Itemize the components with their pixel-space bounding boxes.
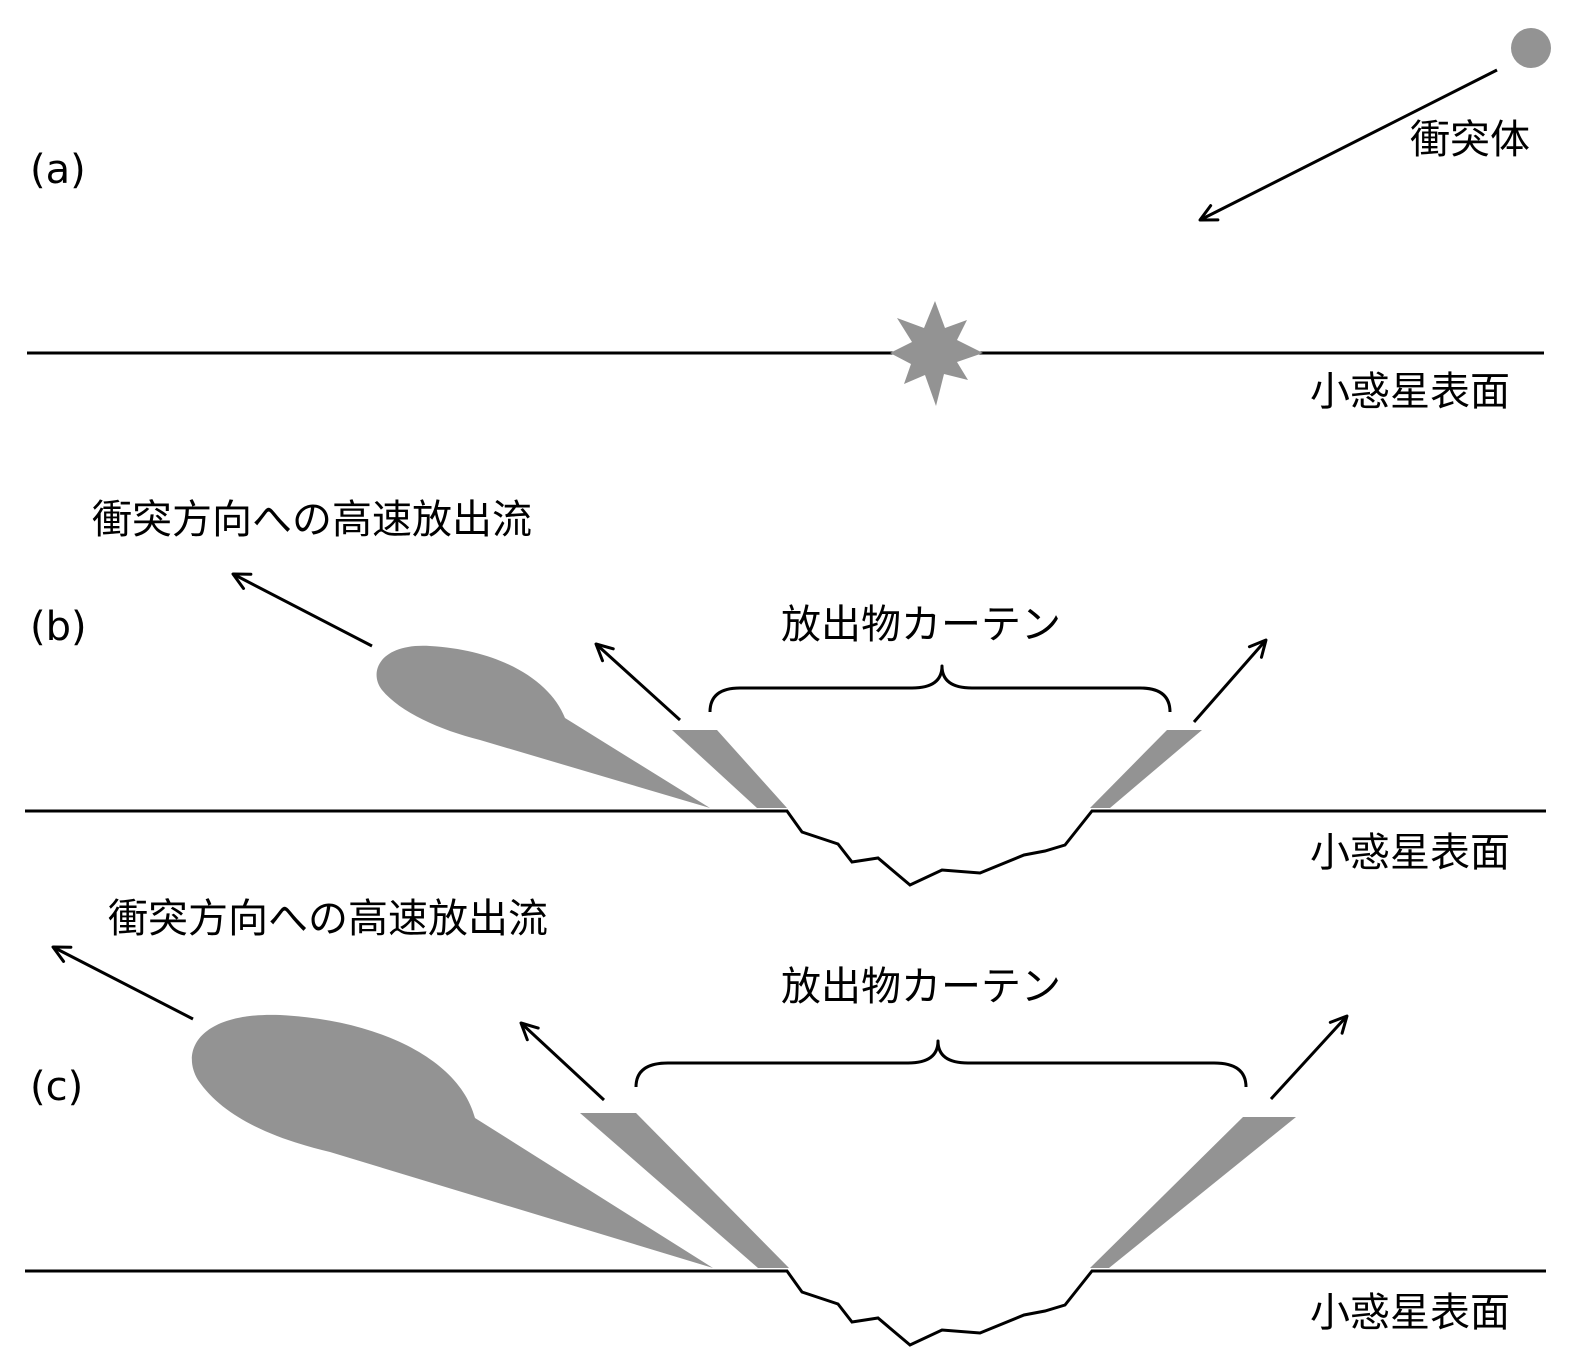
panel-c: (c) 衝突方向への高速放出流 放出物カーテン 小惑星表面 [25,896,1546,1347]
ejecta-curtain-right-c [1090,1117,1296,1268]
surface-label-c: 小惑星表面 [1310,1290,1510,1336]
impact-flash-star [890,301,983,406]
jet-direction-arrow-b [231,572,373,648]
curtain-brace-c [634,1039,1248,1088]
impactor-ball [1511,28,1551,68]
panel-b: (b) 衝突方向への高速放出流 放出物カーテン 小惑星表面 [25,497,1546,887]
impactor-label: 衝突体 [1410,117,1530,163]
jet-label-c: 衝突方向への高速放出流 [108,896,548,942]
panel-c-letter: (c) [30,1064,83,1110]
jet-label-b: 衝突方向への高速放出流 [92,497,532,543]
curtain-arrow-right-c [1269,1014,1349,1101]
high-speed-ejecta-jet-b [376,645,710,808]
curtain-arrow-left-c [519,1021,606,1102]
ejecta-curtain-left-b [672,730,787,808]
surface-label-b: 小惑星表面 [1310,830,1510,876]
panel-b-letter: (b) [30,604,87,650]
ejecta-curtain-left-c [580,1113,789,1268]
jet-direction-arrow-c [51,945,194,1021]
impactor-trajectory-arrow [1198,68,1498,222]
panel-a-letter: (a) [30,147,86,193]
curtain-arrow-left-b [594,642,682,722]
curtain-label-b: 放出物カーテン [781,602,1061,648]
curtain-brace-b [708,664,1172,713]
high-speed-ejecta-jet-c [191,1014,714,1268]
curtain-arrow-right-b [1192,638,1268,723]
surface-label-a: 小惑星表面 [1310,369,1510,415]
asteroid-surface-with-crater-c [25,1269,1546,1347]
panel-a: (a) 衝突体 小惑星表面 [27,28,1551,415]
ejecta-curtain-right-b [1090,730,1202,808]
curtain-label-c: 放出物カーテン [781,964,1061,1010]
asteroid-surface-with-crater-b [25,809,1546,887]
